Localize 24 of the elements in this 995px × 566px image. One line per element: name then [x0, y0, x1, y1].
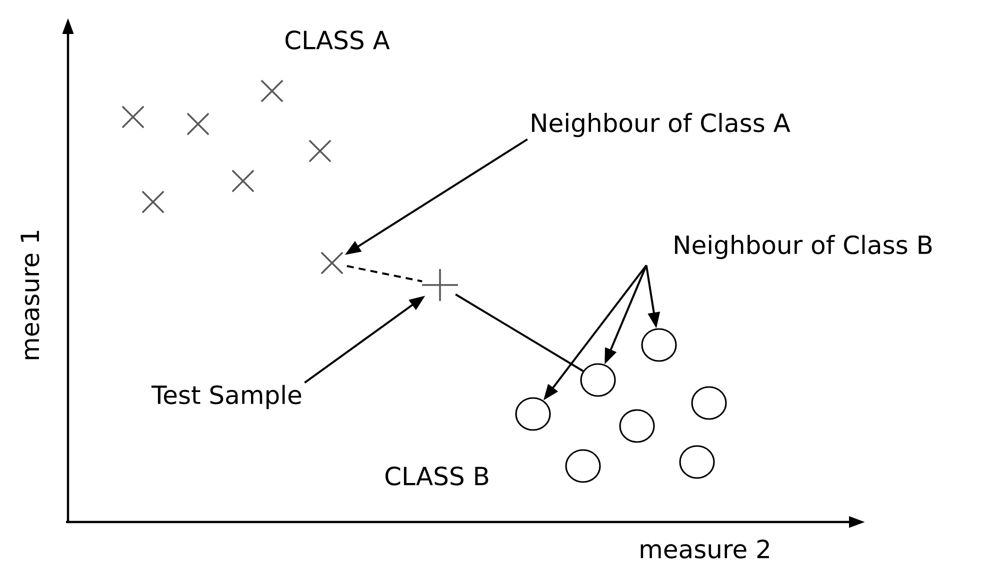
- callout-text: Neighbour of Class A: [532, 112, 790, 138]
- circle-mark: [691, 386, 727, 420]
- connector-line: [455, 294, 584, 372]
- cross-mark: [139, 188, 167, 216]
- axis-label: measure 1: [20, 230, 40, 360]
- cross-mark: [258, 77, 286, 105]
- cross-mark: [318, 249, 346, 277]
- circle-mark: [679, 445, 715, 479]
- class-label: CLASS B: [385, 466, 488, 486]
- cross-mark: [229, 167, 257, 195]
- axis-label: measure 2: [640, 540, 769, 558]
- circle-mark: [580, 363, 616, 397]
- callout-text: Test Sample: [151, 384, 302, 410]
- circle-mark: [641, 328, 677, 362]
- cross-mark: [119, 103, 147, 131]
- circle-mark: [619, 409, 655, 443]
- class-label: CLASS A: [286, 30, 390, 50]
- connector-line: [346, 265, 422, 282]
- cross-mark: [306, 137, 334, 165]
- circle-mark: [515, 397, 551, 431]
- callout-text: Neighbour of Class B: [675, 234, 932, 260]
- cross-mark: [184, 110, 212, 138]
- plus-mark: [422, 268, 458, 302]
- circle-mark: [565, 449, 601, 483]
